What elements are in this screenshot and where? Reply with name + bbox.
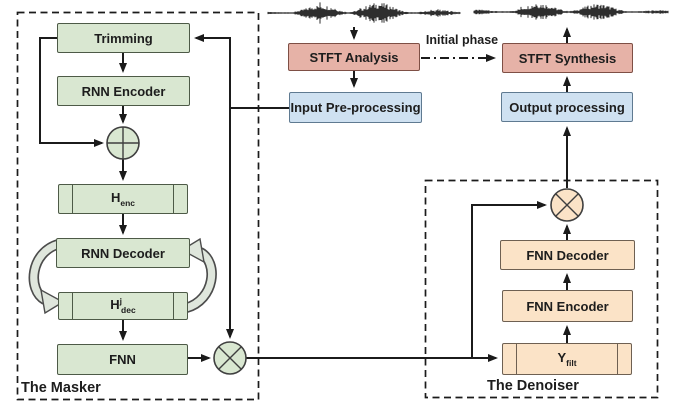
recurrence-arrows-icon [28,237,217,315]
rnn-decoder-block: RNN Decoder [56,238,190,268]
sum-node-icon [106,126,140,160]
h-enc-block: Henc [58,184,188,214]
masker-product-node-icon [213,341,247,375]
rnn-encoder-block: RNN Encoder [57,76,190,106]
input-waveform-icon [267,2,461,24]
fnn-encoder-block: FNN Encoder [502,290,633,322]
denoiser-boundary [424,179,659,399]
output-processing-block: Output processing [501,92,633,122]
denoiser-product-node-icon [550,188,584,222]
fnn-block: FNN [57,344,188,375]
trimming-block: Trimming [57,23,190,53]
fnn-decoder-block: FNN Decoder [500,240,635,270]
connectors [39,27,571,362]
denoiser-region-label: The Denoiser [487,378,579,394]
masker-region-label: The Masker [21,380,101,396]
output-waveform-icon [473,4,669,20]
masker-boundary [16,11,260,401]
input-preprocessing-block: Input Pre-processing [289,92,422,123]
stft-analysis-block: STFT Analysis [288,43,420,71]
stft-synthesis-block: STFT Synthesis [502,43,633,73]
h-dec-block: Hjdec [58,292,188,320]
y-filt-block: Yfilt [502,343,632,375]
initial-phase-label: Initial phase [425,33,499,47]
